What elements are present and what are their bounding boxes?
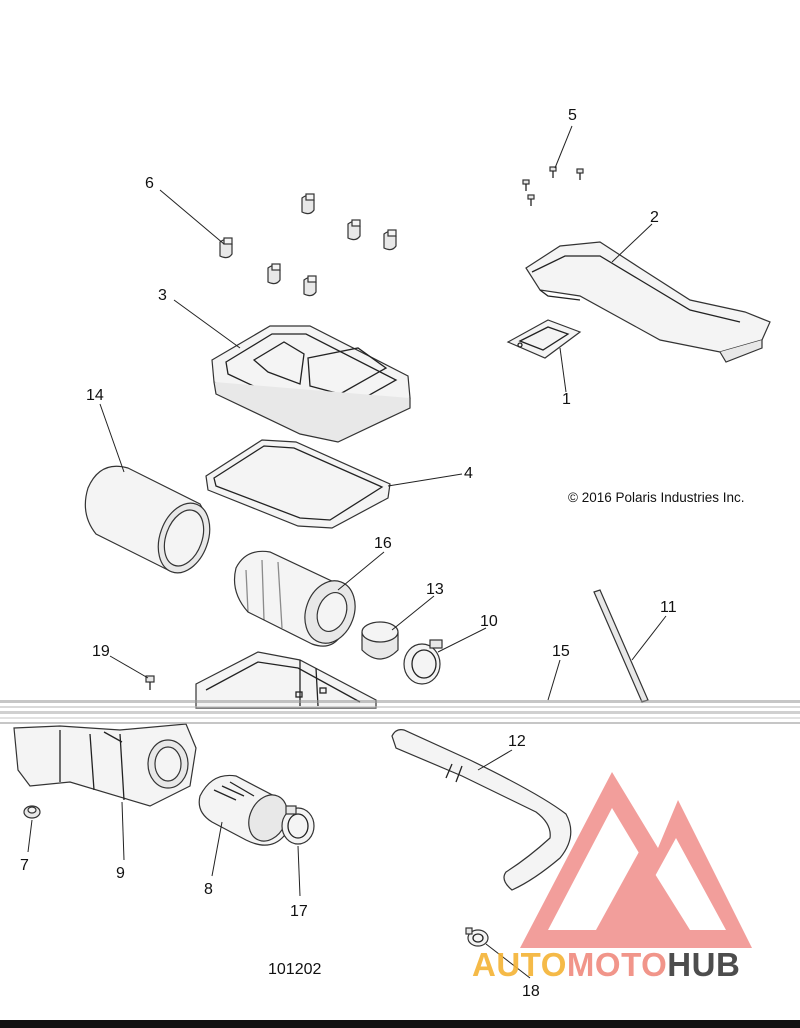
leader-lines <box>27 125 667 979</box>
callout-11: 11 <box>660 599 677 616</box>
airbox-cover <box>211 325 411 443</box>
diagram-ref-number: 101202 <box>268 961 321 978</box>
callout-8: 8 <box>204 881 213 898</box>
callout-9: 9 <box>116 865 125 882</box>
hose-clamp-lower <box>281 805 315 845</box>
bottom-border <box>0 1020 800 1028</box>
watermark-part-a: AUTO <box>472 946 567 983</box>
copyright-text: © 2016 Polaris Industries Inc. <box>568 490 745 505</box>
airbox-base <box>13 651 377 807</box>
callout-14: 14 <box>86 387 104 404</box>
callout-16: 16 <box>374 535 392 552</box>
air-filter <box>233 550 356 647</box>
callout-19: 19 <box>92 643 110 660</box>
gasket-plate <box>506 319 582 359</box>
callout-3: 3 <box>158 287 167 304</box>
screw-icon-group <box>522 166 584 206</box>
callout-13: 13 <box>426 581 444 598</box>
callout-10: 10 <box>480 613 498 630</box>
callout-7: 7 <box>20 857 29 874</box>
small-clamp-icon <box>465 927 489 947</box>
intake-boot <box>198 774 291 846</box>
callout-2: 2 <box>650 209 659 226</box>
callout-6: 6 <box>145 175 154 192</box>
clip-icon-group <box>219 193 397 297</box>
intake-duct <box>525 241 771 363</box>
prefilter-sleeve <box>84 465 211 574</box>
nut-icon <box>23 805 41 819</box>
breather-hose <box>391 729 572 891</box>
callout-5: 5 <box>568 107 577 124</box>
watermark-part-c: HUB <box>667 946 740 983</box>
callout-labels: 5 2 6 3 1 4 14 16 13 10 11 15 19 12 7 9 … <box>20 107 677 1000</box>
coupler-ring <box>361 621 399 660</box>
vent-rod <box>593 589 649 703</box>
watermark-logo-icon <box>520 772 752 948</box>
watermark-text: AUTOMOTOHUB <box>472 946 740 983</box>
watermark-part-b: MOTO <box>567 946 667 983</box>
svg-text:AUTOMOTOHUB: AUTOMOTOHUB <box>472 946 740 983</box>
callout-1: 1 <box>562 391 571 408</box>
scan-noise-band <box>0 700 800 724</box>
callout-15: 15 <box>552 643 570 660</box>
callout-18: 18 <box>522 983 540 1000</box>
screw-19-icon <box>145 675 155 690</box>
callout-12: 12 <box>508 733 526 750</box>
callout-4: 4 <box>464 465 473 482</box>
callout-17: 17 <box>290 903 308 920</box>
seal-gasket <box>205 439 391 529</box>
hose-clamp-upper <box>403 639 443 685</box>
